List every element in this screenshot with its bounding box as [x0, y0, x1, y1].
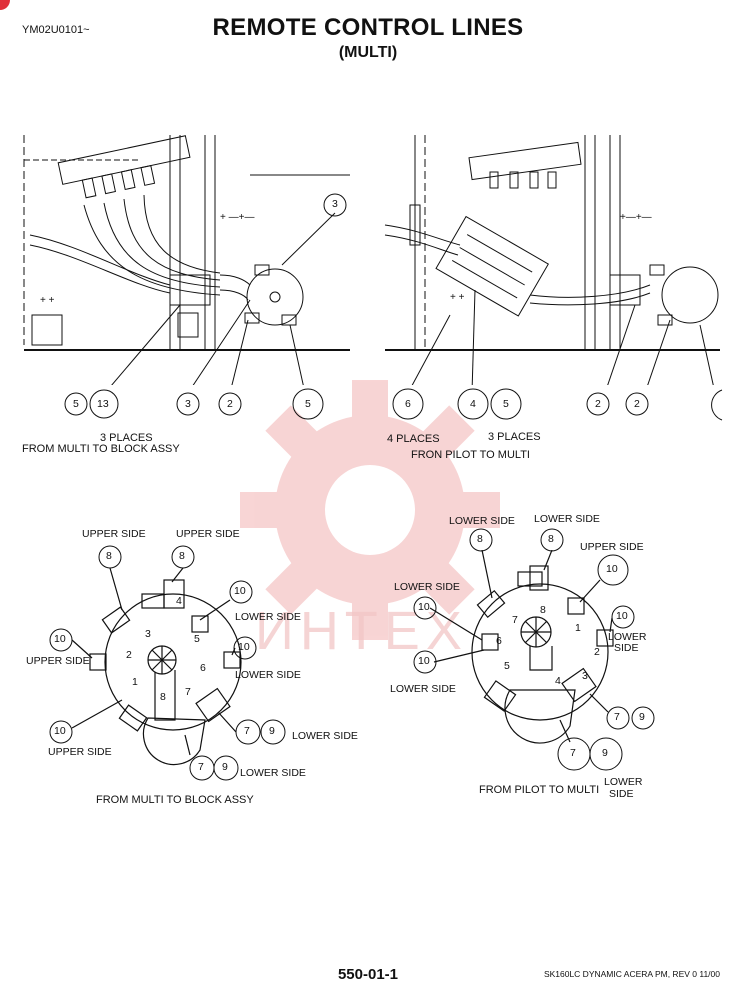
bl-port-1: 1	[132, 676, 138, 688]
top-right-caption-places-b: 3 PLACES	[488, 431, 541, 443]
bl-label-upper-3: UPPER SIDE	[26, 655, 90, 667]
watermark-gear-icon	[240, 380, 500, 640]
br-label-lower-4b: SIDE	[614, 642, 639, 654]
tr-callout-2b: 2	[634, 398, 640, 410]
page-number: 550-01-1	[337, 966, 399, 983]
top-right-drawing: +—+— + +	[384, 135, 720, 385]
br-label-lower-1: LOWER SIDE	[449, 515, 515, 527]
svg-text:+ +: + +	[40, 295, 55, 306]
bl-callout-8b: 8	[179, 550, 185, 562]
svg-text:+—+—: +—+—	[620, 212, 652, 223]
br-label-lower-2: LOWER SIDE	[534, 513, 600, 525]
top-left-caption-places: 3 PLACES	[100, 432, 153, 444]
bl-callout-10a: 10	[234, 585, 246, 597]
svg-text:+ —+—: + —+—	[220, 212, 254, 223]
top-left-caption-route: FROM MULTI TO BLOCK ASSY	[22, 443, 180, 455]
svg-text:+ +: + +	[450, 292, 465, 303]
br-callout-10a: 10	[606, 563, 618, 575]
tl-callout-13: 13	[97, 398, 109, 410]
br-callout-7b: 7	[570, 747, 576, 759]
bl-port-6: 6	[200, 662, 206, 674]
bl-port-7: 7	[185, 686, 191, 698]
bl-callout-10c: 10	[238, 641, 250, 653]
br-port-3: 3	[582, 670, 588, 682]
top-right-caption-places-a: 4 PLACES	[387, 433, 440, 445]
br-port-4: 4	[555, 675, 561, 687]
bl-label-lower-2: LOWER SIDE	[235, 669, 301, 681]
br-label-lower-4: LOWER	[608, 631, 647, 643]
br-label-lower-6: LOWER	[604, 776, 643, 788]
tl-callout-3: 3	[332, 198, 338, 210]
br-callout-9b: 9	[602, 747, 608, 759]
bl-callout-8a: 8	[106, 550, 112, 562]
tl-callout-3b: 3	[185, 398, 191, 410]
tr-callout-2a: 2	[595, 398, 601, 410]
bottom-left-valve	[71, 567, 242, 766]
br-callout-10c: 10	[418, 601, 430, 613]
bl-caption: FROM MULTI TO BLOCK ASSY	[96, 794, 254, 806]
bl-callout-7b: 7	[198, 761, 204, 773]
bl-port-4: 4	[176, 595, 182, 607]
br-label-upper-1: UPPER SIDE	[580, 541, 644, 553]
br-callout-9a: 9	[639, 711, 645, 723]
bl-label-lower-4: LOWER SIDE	[240, 767, 306, 779]
br-port-5: 5	[504, 660, 510, 672]
page-subtitle: (MULTI)	[338, 44, 398, 61]
br-port-6: 6	[496, 635, 502, 647]
bl-label-lower-3: LOWER SIDE	[292, 730, 358, 742]
tl-callout-5a: 5	[73, 398, 79, 410]
top-right-caption-route: FRON PILOT TO MULTI	[411, 449, 530, 461]
br-caption: FROM PILOT TO MULTI	[479, 784, 600, 796]
br-label-lower-5: LOWER SIDE	[390, 683, 456, 695]
br-callout-8a: 8	[477, 533, 483, 545]
bl-label-upper-1: UPPER SIDE	[82, 528, 146, 540]
tr-callout-5: 5	[503, 398, 509, 410]
br-callout-7a: 7	[614, 711, 620, 723]
bl-port-3: 3	[145, 628, 151, 640]
bl-callout-9a: 9	[269, 725, 275, 737]
bl-callout-10b: 10	[54, 633, 66, 645]
bl-callout-7a: 7	[244, 725, 250, 737]
bl-label-lower-1: LOWER SIDE	[235, 611, 301, 623]
page-title: REMOTE CONTROL LINES	[212, 14, 524, 41]
bl-callout-9b: 9	[222, 761, 228, 773]
bl-port-8: 8	[160, 691, 166, 703]
tr-callout-4: 4	[470, 398, 476, 410]
tr-callout-6: 6	[405, 398, 411, 410]
tl-callout-5b: 5	[305, 398, 311, 410]
tl-callout-2: 2	[227, 398, 233, 410]
br-callout-10b: 10	[616, 610, 628, 622]
bottom-right-valve	[429, 550, 614, 744]
bl-port-5: 5	[194, 633, 200, 645]
document-code: YM02U0101~	[22, 24, 90, 36]
top-left-drawing: + —+— + +	[23, 135, 350, 385]
br-label-lower-3: LOWER SIDE	[394, 581, 460, 593]
corner-badge	[0, 0, 10, 10]
bl-port-2: 2	[126, 649, 132, 661]
br-port-1: 1	[575, 622, 581, 634]
br-callout-10d: 10	[418, 655, 430, 667]
br-label-lower-6b: SIDE	[609, 788, 634, 800]
br-port-8: 8	[540, 604, 546, 616]
br-port-7: 7	[512, 614, 518, 626]
bl-label-upper-4: UPPER SIDE	[48, 746, 112, 758]
document-reference: SK160LC DYNAMIC ACERA PM, REV 0 11/00	[543, 969, 720, 979]
bl-callout-10d: 10	[54, 725, 66, 737]
bl-label-upper-2: UPPER SIDE	[176, 528, 240, 540]
br-port-2: 2	[594, 646, 600, 658]
br-callout-8b: 8	[548, 533, 554, 545]
